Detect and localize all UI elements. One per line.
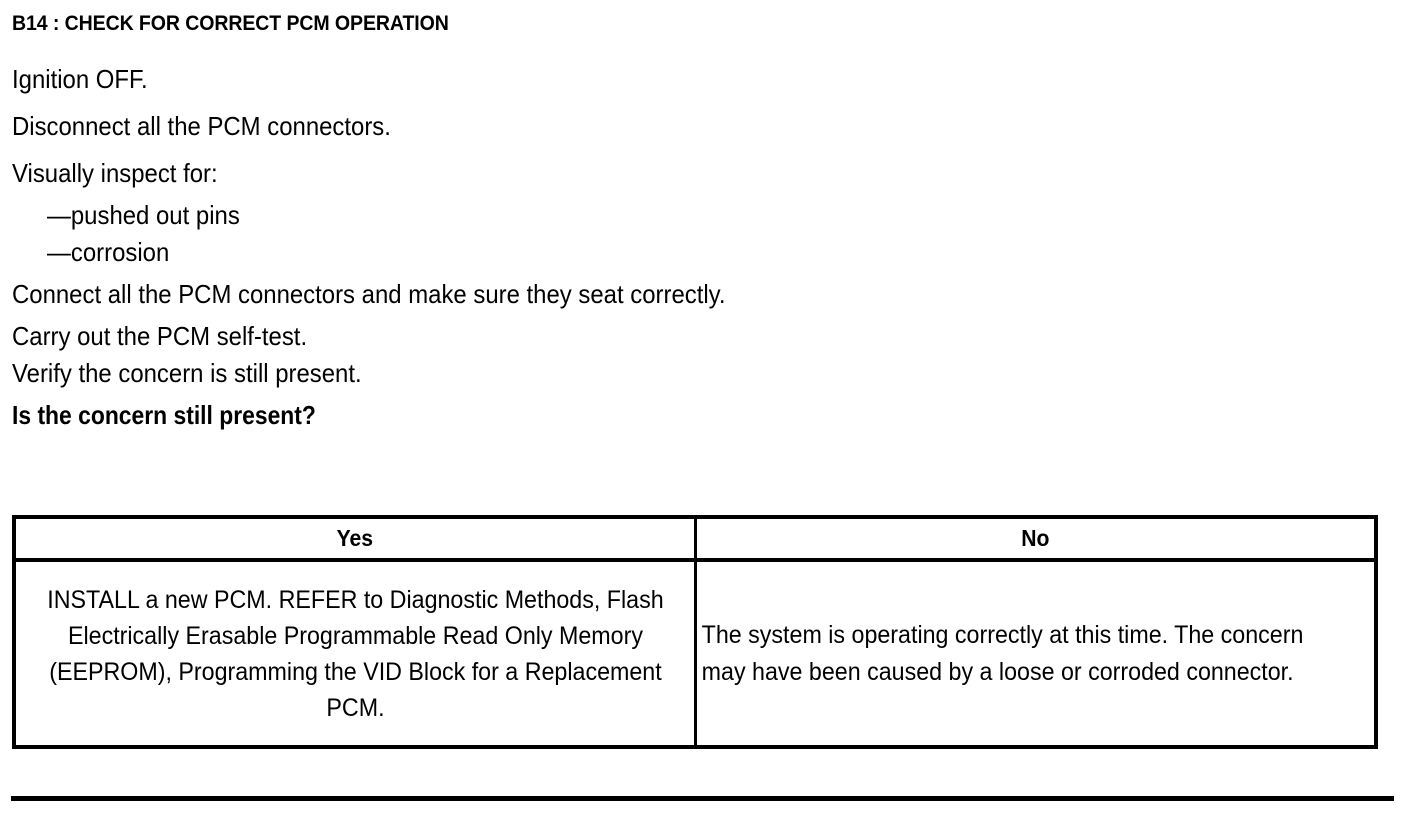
page-title: B14 : CHECK FOR CORRECT PCM OPERATION: [12, 12, 449, 35]
table-header-cell-yes: Yes: [16, 519, 697, 558]
table-header-cell-no: No: [697, 519, 1374, 558]
instruction-question: Is the concern still present?: [12, 400, 316, 430]
decision-table: Yes No INSTALL a new PCM. REFER to Diagn…: [12, 515, 1378, 749]
instruction-bullet-pushed-out-pins: —pushed out pins: [46, 200, 240, 230]
instruction-line-disconnect-connectors: Disconnect all the PCM connectors.: [12, 111, 391, 141]
instruction-line-pcm-self-test: Carry out the PCM self-test.: [12, 321, 308, 351]
instruction-line-verify-concern: Verify the concern is still present.: [12, 358, 362, 388]
footer-divider: [11, 796, 1394, 801]
instruction-line-visually-inspect: Visually inspect for:: [12, 158, 218, 188]
table-header-label-no: No: [1021, 525, 1050, 551]
instruction-line-connect-connectors: Connect all the PCM connectors and make …: [12, 279, 726, 309]
table-cell-yes-action: INSTALL a new PCM. REFER to Diagnostic M…: [16, 562, 697, 745]
table-header-label-yes: Yes: [336, 525, 374, 551]
table-cell-no-text: The system is operating correctly at thi…: [701, 620, 1304, 686]
table-header-row: Yes No: [16, 519, 1374, 562]
table-cell-no-action: The system is operating correctly at thi…: [697, 562, 1374, 745]
table-cell-yes-text: INSTALL a new PCM. REFER to Diagnostic M…: [47, 585, 664, 722]
instruction-bullet-corrosion: —corrosion: [46, 237, 170, 267]
instruction-list: Ignition OFF. Disconnect all the PCM con…: [12, 56, 1392, 438]
table-row: INSTALL a new PCM. REFER to Diagnostic M…: [16, 562, 1374, 745]
instruction-line-ignition-off: Ignition OFF.: [12, 64, 148, 94]
